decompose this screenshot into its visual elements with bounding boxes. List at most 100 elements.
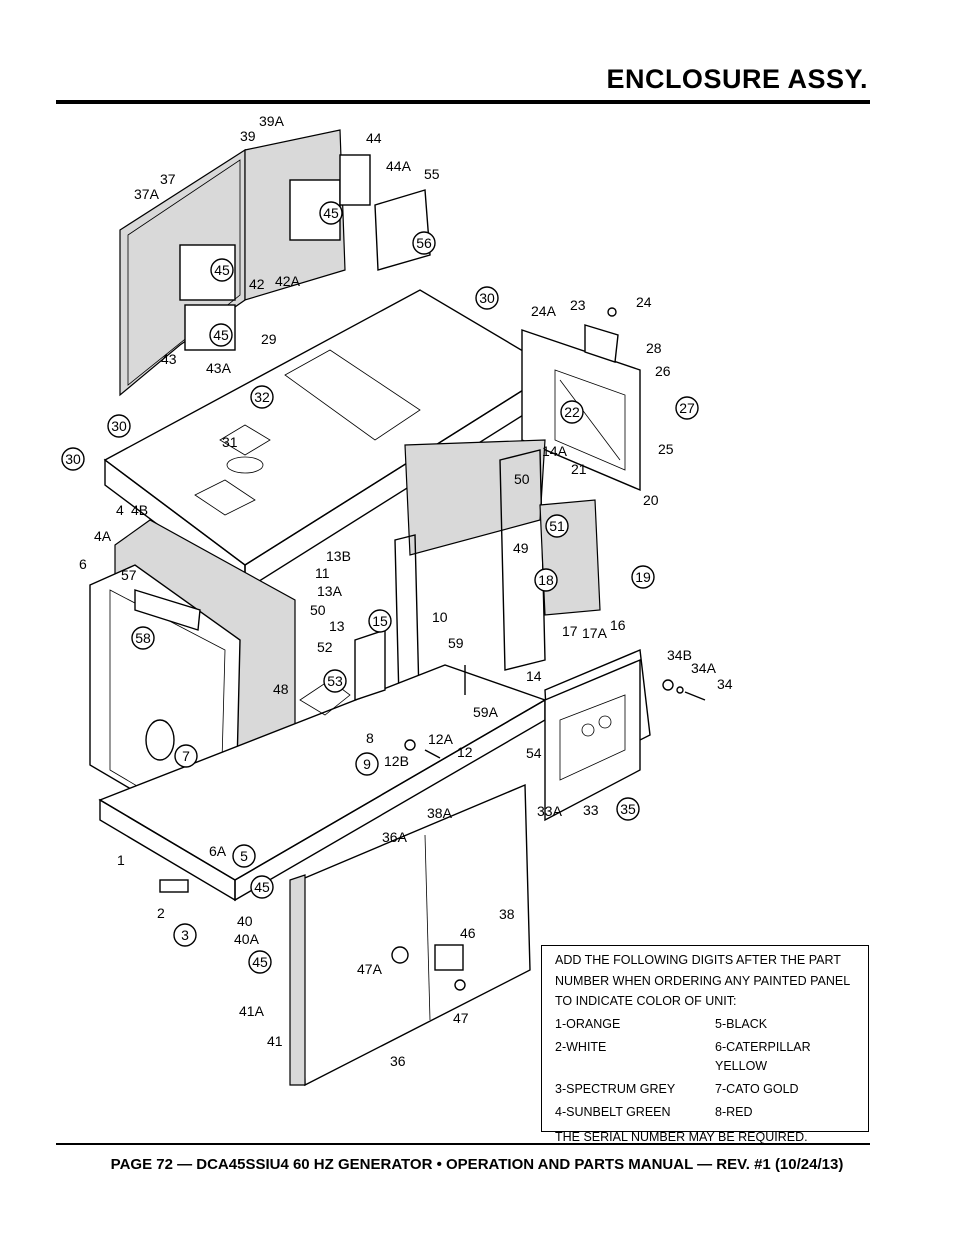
callout: 45 xyxy=(214,262,230,278)
color-code: 6-CATERPILLAR YELLOW xyxy=(715,1039,811,1073)
callout: 11 xyxy=(315,565,330,581)
callout: 30 xyxy=(479,290,495,306)
callout: 15 xyxy=(372,613,388,629)
color-code: 1-ORANGE xyxy=(555,1016,621,1031)
callout: 58 xyxy=(135,630,151,646)
control-box xyxy=(544,648,651,822)
callout: 4A xyxy=(94,528,112,544)
right-door-panel xyxy=(289,783,531,1087)
callout: 22 xyxy=(564,404,580,420)
header-rule xyxy=(56,100,870,104)
callout: 4B xyxy=(131,502,148,518)
callout: 54 xyxy=(526,745,542,761)
callout: 25 xyxy=(658,441,674,457)
callout: 16 xyxy=(610,617,626,633)
callout: 7 xyxy=(182,748,190,764)
callout: 8 xyxy=(366,730,374,746)
callout: 24A xyxy=(531,303,557,319)
callout: 37 xyxy=(160,171,176,187)
callout: 36 xyxy=(390,1053,406,1069)
callout: 34B xyxy=(667,647,692,663)
callout: 19 xyxy=(635,569,651,585)
callout: 41A xyxy=(239,1003,265,1019)
callout: 43A xyxy=(206,360,232,376)
callout: 45 xyxy=(213,327,229,343)
callout: 53 xyxy=(327,673,343,689)
callout: 56 xyxy=(416,235,432,251)
callout: 49 xyxy=(513,540,529,556)
callout: 41 xyxy=(267,1033,283,1049)
callout: 24 xyxy=(636,294,652,310)
color-code: 2-WHITE xyxy=(555,1039,607,1054)
callout: 50 xyxy=(310,602,326,618)
callout: 47A xyxy=(357,961,383,977)
callout: 44 xyxy=(366,130,382,146)
base-frame xyxy=(98,629,547,902)
color-code: 4-SUNBELT GREEN xyxy=(555,1104,671,1119)
callout: 44A xyxy=(386,158,412,174)
callout: 13 xyxy=(329,618,345,634)
callout-labels: 39A 39 44 44A 55 37 37A 45 56 45 42 42A … xyxy=(61,113,733,1069)
callout: 2 xyxy=(157,905,165,921)
callout: 12B xyxy=(384,753,409,769)
callout: 33A xyxy=(537,803,563,819)
callout: 32 xyxy=(254,389,270,405)
callout: 35 xyxy=(620,801,636,817)
callout: 31 xyxy=(222,434,238,450)
callout: 13B xyxy=(326,548,351,564)
callout: 51 xyxy=(549,518,565,534)
callout: 50 xyxy=(514,471,530,487)
callout: 34 xyxy=(717,676,733,692)
page-title: ENCLOSURE ASSY. xyxy=(606,64,868,94)
color-code: 5-BLACK xyxy=(715,1016,768,1031)
callout: 3 xyxy=(181,927,189,943)
color-code-list: 1-ORANGE 5-BLACK 2-WHITE 6-CATERPILLAR Y… xyxy=(555,1015,858,1122)
page-footer: PAGE 72 — DCA45SSIU4 60 HZ GENERATOR • O… xyxy=(110,1156,844,1173)
callout: 38A xyxy=(427,805,453,821)
callout: 34A xyxy=(691,660,717,676)
callout: 17 xyxy=(562,623,578,639)
callout: 4 xyxy=(116,502,124,518)
callout: 29 xyxy=(261,331,277,347)
callout: 45 xyxy=(254,879,270,895)
callout: 14A xyxy=(542,443,568,459)
color-code: 3-SPECTRUM GREY xyxy=(555,1081,676,1096)
color-code: 8-RED xyxy=(715,1104,753,1119)
callout: 40A xyxy=(234,931,260,947)
callout: 6A xyxy=(209,843,227,859)
callout: 28 xyxy=(646,340,662,356)
callout: 10 xyxy=(432,609,448,625)
callout: 1 xyxy=(117,852,125,868)
callout: 9 xyxy=(363,756,371,772)
callout: 20 xyxy=(643,492,659,508)
callout: 13A xyxy=(317,583,343,599)
serial-number-note: THE SERIAL NUMBER MAY BE REQUIRED. xyxy=(555,1129,808,1144)
callout: 39A xyxy=(259,113,285,129)
callout: 52 xyxy=(317,639,333,655)
callout: 33 xyxy=(583,802,599,818)
callout: 39 xyxy=(240,128,256,144)
callout: 55 xyxy=(424,166,440,182)
callout: 43 xyxy=(161,351,177,367)
callout: 57 xyxy=(121,567,137,583)
note-intro: ADD THE FOLLOWING DIGITS AFTER THE PART … xyxy=(555,953,850,1008)
callout: 5 xyxy=(240,848,248,864)
callout: 45 xyxy=(323,205,339,221)
callout: 30 xyxy=(111,418,127,434)
callout: 46 xyxy=(460,925,476,941)
rear-door-panel xyxy=(119,129,431,397)
callout: 23 xyxy=(570,297,586,313)
callout: 42 xyxy=(249,276,265,292)
hardware-bolts xyxy=(159,307,706,991)
callout: 17A xyxy=(582,625,608,641)
callout: 47 xyxy=(453,1010,469,1026)
callout: 21 xyxy=(571,461,587,477)
callout: 36A xyxy=(382,829,408,845)
callout: 12 xyxy=(457,744,473,760)
callout: 37A xyxy=(134,186,160,202)
callout: 45 xyxy=(252,954,268,970)
footer-rule xyxy=(56,1143,870,1145)
callout: 38 xyxy=(499,906,515,922)
callout: 14 xyxy=(526,668,542,684)
